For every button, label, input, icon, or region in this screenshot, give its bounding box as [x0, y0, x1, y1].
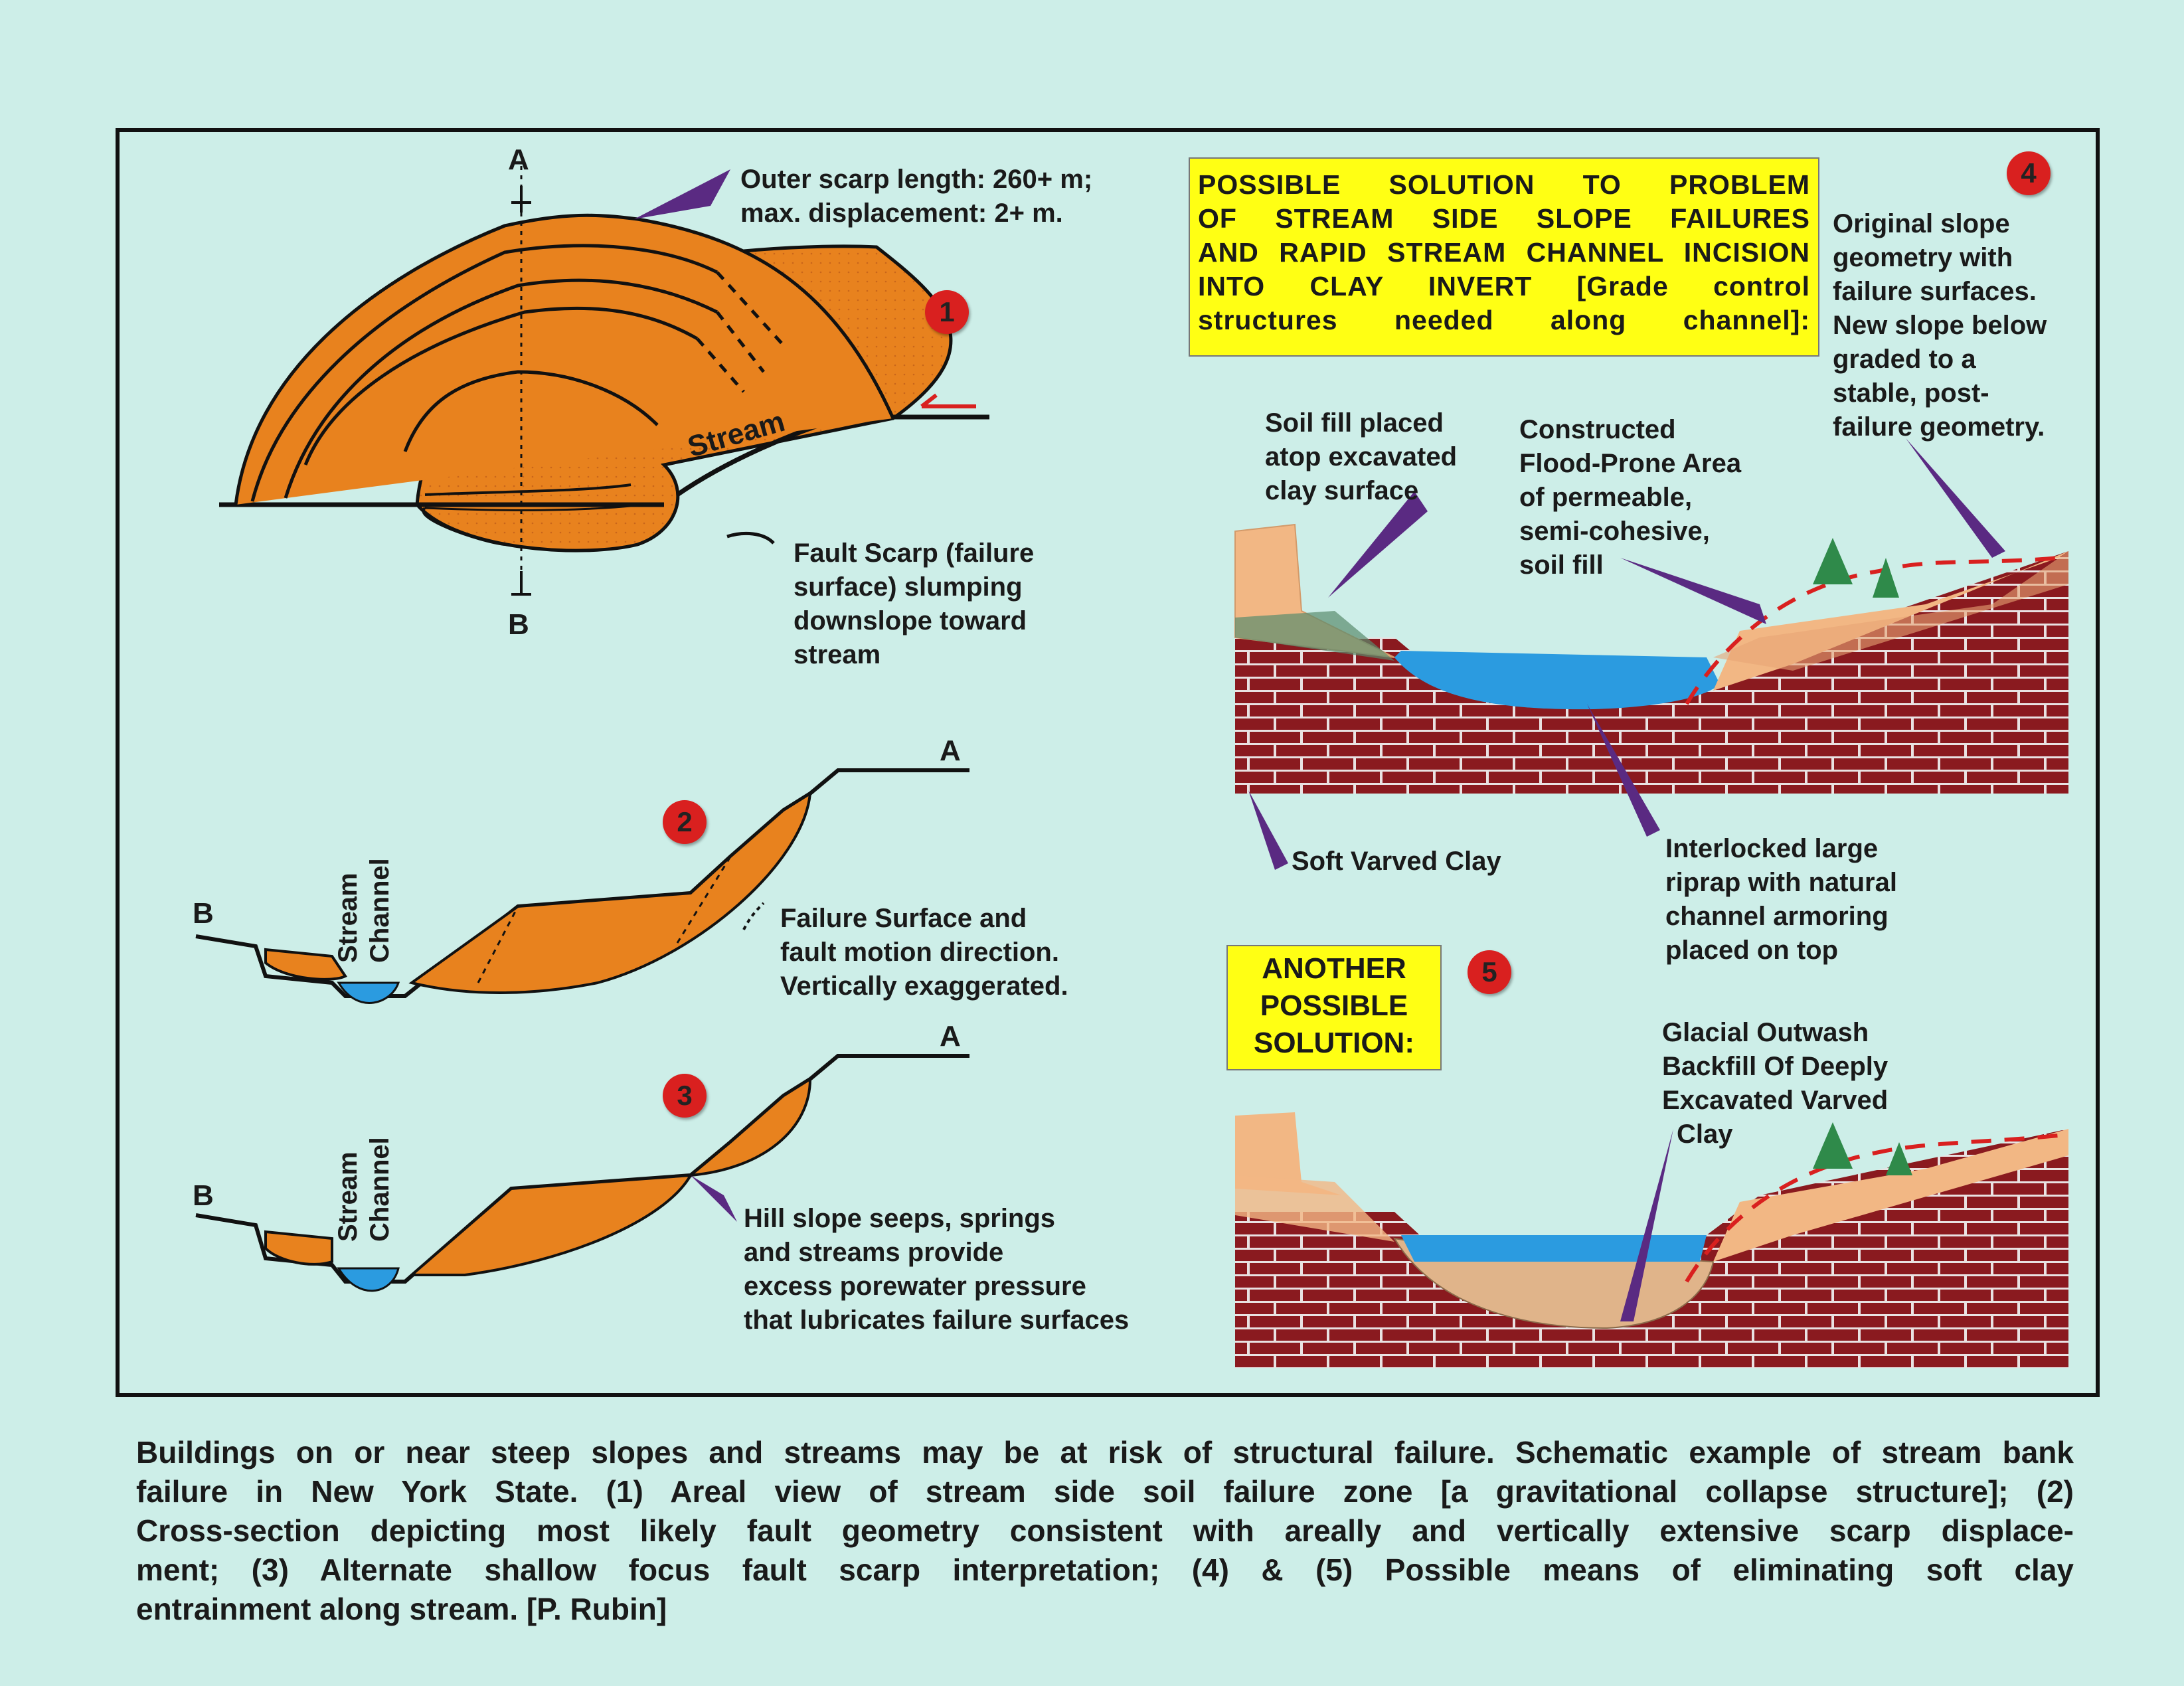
badge-1: 1 [925, 290, 969, 334]
slump-areal-view [219, 166, 989, 596]
section-label-a-2: A [940, 734, 961, 767]
section-label-a-top: A [508, 143, 529, 176]
badge-3: 3 [663, 1074, 707, 1118]
section-label-b-bottom: B [508, 608, 529, 641]
scarp-note: Outer scarp length: 260+ m;max. displace… [740, 165, 1093, 228]
badge-2: 2 [663, 800, 707, 844]
cross-section-2 [195, 768, 969, 1004]
badge-5: 5 [1468, 950, 1511, 994]
soft-clay-label: Soft Varved Clay [1292, 847, 1501, 876]
badge-4: 4 [2007, 151, 2051, 195]
diagram-frame [116, 128, 2100, 1397]
failure-surface-legend-symbol [742, 902, 765, 930]
section-label-b-2: B [193, 897, 214, 930]
section-label-b-3: B [193, 1179, 214, 1212]
section-label-a-3: A [940, 1020, 961, 1053]
solution-5-cross-section [1235, 1112, 2068, 1368]
fault-scarp-legend-symbol [726, 531, 775, 545]
figure-caption: Buildings on or near steep slopes and st… [136, 1435, 2074, 1626]
cross-section-3 [195, 1054, 969, 1292]
solution-4-cross-section [1234, 438, 2068, 870]
